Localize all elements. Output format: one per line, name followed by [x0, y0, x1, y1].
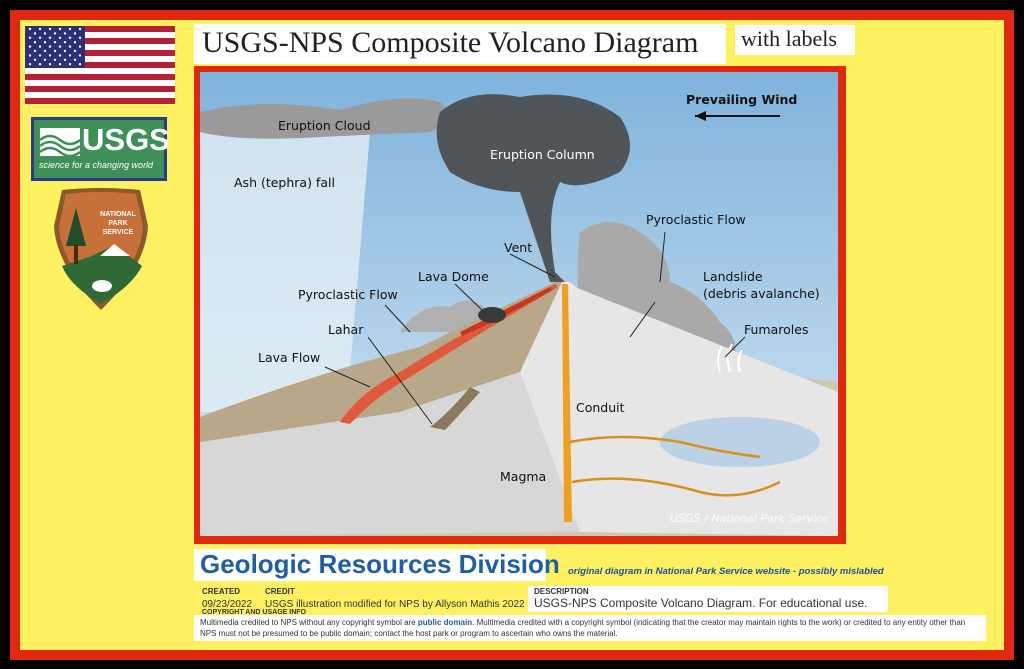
description-label: DESCRIPTION [534, 587, 589, 596]
copyright-part-1: Multimedia credited to NPS without any c… [200, 618, 416, 627]
usgs-logo: USGS science for a changing world [31, 117, 170, 181]
copyright-part-2: . Multimedia credited with a copyright s… [200, 618, 966, 638]
page-title: USGS-NPS Composite Volcano Diagram [194, 24, 726, 64]
page-subtitle: with labels [735, 25, 855, 55]
copyright-text: Multimedia credited to NPS without any c… [194, 615, 986, 641]
svg-text:NATIONAL: NATIONAL [100, 211, 136, 218]
label-magma: Magma [500, 469, 547, 484]
label-pyroclastic-flow-left: Pyroclastic Flow [298, 287, 398, 302]
label-landslide-sub: (debris avalanche) [703, 286, 820, 301]
label-lava-flow: Lava Flow [258, 350, 321, 365]
svg-text:SERVICE: SERVICE [103, 229, 134, 236]
nps-arrowhead-logo: NATIONAL PARK SERVICE [54, 188, 148, 310]
public-domain-link[interactable]: public domain [417, 618, 473, 627]
label-eruption-column: Eruption Column [490, 147, 595, 162]
label-eruption-cloud: Eruption Cloud [278, 118, 371, 133]
credit-text: USGS illustration modified for NPS by Al… [265, 599, 525, 610]
label-lava-dome: Lava Dome [418, 269, 489, 284]
label-conduit: Conduit [576, 400, 625, 415]
image-credit: USGS / National Park Service [670, 512, 829, 525]
created-label: CREATED [202, 587, 241, 596]
volcano-diagram: Prevailing Wind Eruption Cloud Eruption … [200, 72, 838, 536]
label-lahar: Lahar [328, 322, 364, 337]
label-pyroclastic-flow-right: Pyroclastic Flow [646, 212, 746, 227]
volcano-illustration [200, 72, 838, 536]
credit-label: CREDIT [265, 587, 295, 596]
description-box: DESCRIPTION USGS-NPS Composite Volcano D… [528, 586, 888, 612]
created-date: 09/23/2022 [202, 599, 253, 610]
usgs-wordmark: USGS [82, 122, 170, 157]
svg-text:PARK: PARK [108, 220, 127, 227]
us-flag-icon [25, 26, 175, 104]
label-vent: Vent [504, 240, 533, 255]
mislabel-note: original diagram in National Park Servic… [568, 566, 884, 577]
description-text: USGS-NPS Composite Volcano Diagram. For … [534, 596, 868, 610]
division-heading: Geologic Resources Division [194, 549, 560, 581]
copyright-label: COPYRIGHT AND USAGE INFO [202, 609, 306, 616]
label-fumaroles: Fumaroles [744, 322, 809, 337]
usgs-tagline: science for a changing world [39, 160, 154, 170]
label-prevailing-wind: Prevailing Wind [686, 92, 798, 107]
label-ash-fall: Ash (tephra) fall [234, 175, 335, 190]
label-landslide: Landslide [703, 269, 763, 284]
usgs-waves-icon [40, 128, 80, 156]
